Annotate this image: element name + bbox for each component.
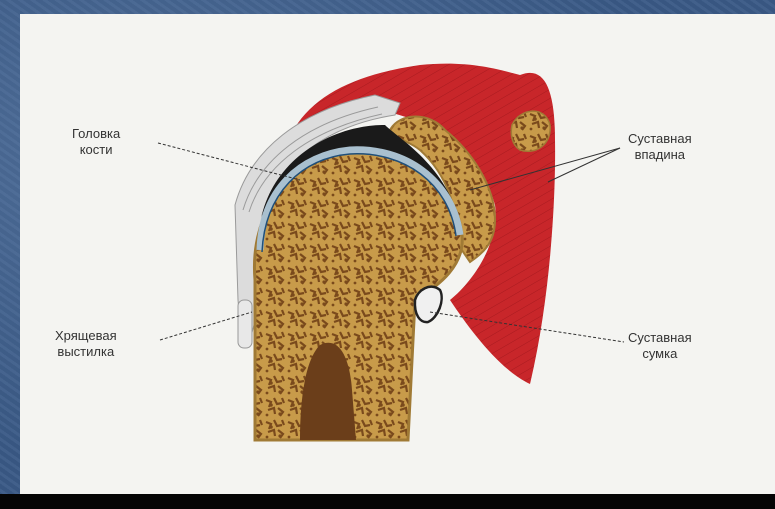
label-cartilage: Хрящевая выстилка: [55, 328, 117, 360]
label-cartilage-line1: Хрящевая: [55, 328, 117, 344]
label-socket-line2: впадина: [628, 147, 692, 163]
label-capsule: Суставная сумка: [628, 330, 692, 362]
capsule-pocket: [415, 287, 442, 322]
label-capsule-line1: Суставная: [628, 330, 692, 346]
label-socket-line1: Суставная: [628, 131, 692, 147]
label-capsule-line2: сумка: [628, 346, 692, 362]
label-socket: Суставная впадина: [628, 131, 692, 163]
label-cartilage-line2: выстилка: [55, 344, 117, 360]
ligament-end: [238, 300, 252, 348]
label-bone-head-line2: кости: [72, 142, 120, 158]
label-bone-head-line1: Головка: [72, 126, 120, 142]
acromion: [511, 111, 550, 151]
label-bone-head: Головка кости: [72, 126, 120, 158]
